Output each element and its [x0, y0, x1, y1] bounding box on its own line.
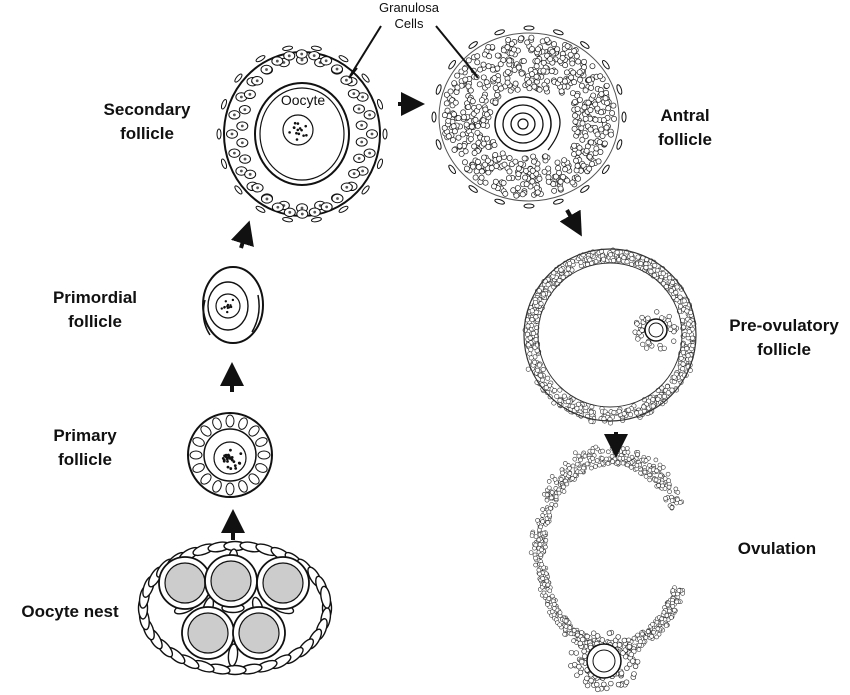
primordial-follicle-drawing — [202, 266, 264, 344]
arrow-antral-to-preovulatory — [559, 209, 582, 237]
arrow-primordial-to-secondary — [230, 220, 254, 249]
label-preovulatory-follicle: Pre-ovulatory follicle — [729, 316, 839, 359]
granulosa-pointer-left — [349, 25, 382, 77]
primary-follicle-drawing — [187, 412, 273, 498]
label-granulosa-cells: Granulosa Cells — [379, 0, 439, 31]
antral-follicle-drawing — [431, 25, 627, 209]
ovulation-drawing — [528, 441, 686, 693]
label-primordial-follicle: Primordial follicle — [52, 288, 138, 331]
label-ovulation: Ovulation — [737, 539, 817, 558]
secondary-follicle-drawing — [216, 45, 388, 223]
flow-arrows — [220, 92, 628, 540]
label-oocyte: Oocyte — [280, 92, 326, 108]
label-secondary-follicle: Secondary follicle — [103, 100, 191, 143]
label-antral-follicle: Antral follicle — [658, 106, 712, 149]
granulosa-pointer-right — [435, 25, 478, 77]
label-primary-follicle: Primary follicle — [53, 426, 117, 469]
label-oocyte-nest: Oocyte nest — [21, 602, 119, 621]
preovulatory-follicle-drawing — [522, 247, 697, 426]
oocyte-nest-drawing — [137, 540, 333, 676]
